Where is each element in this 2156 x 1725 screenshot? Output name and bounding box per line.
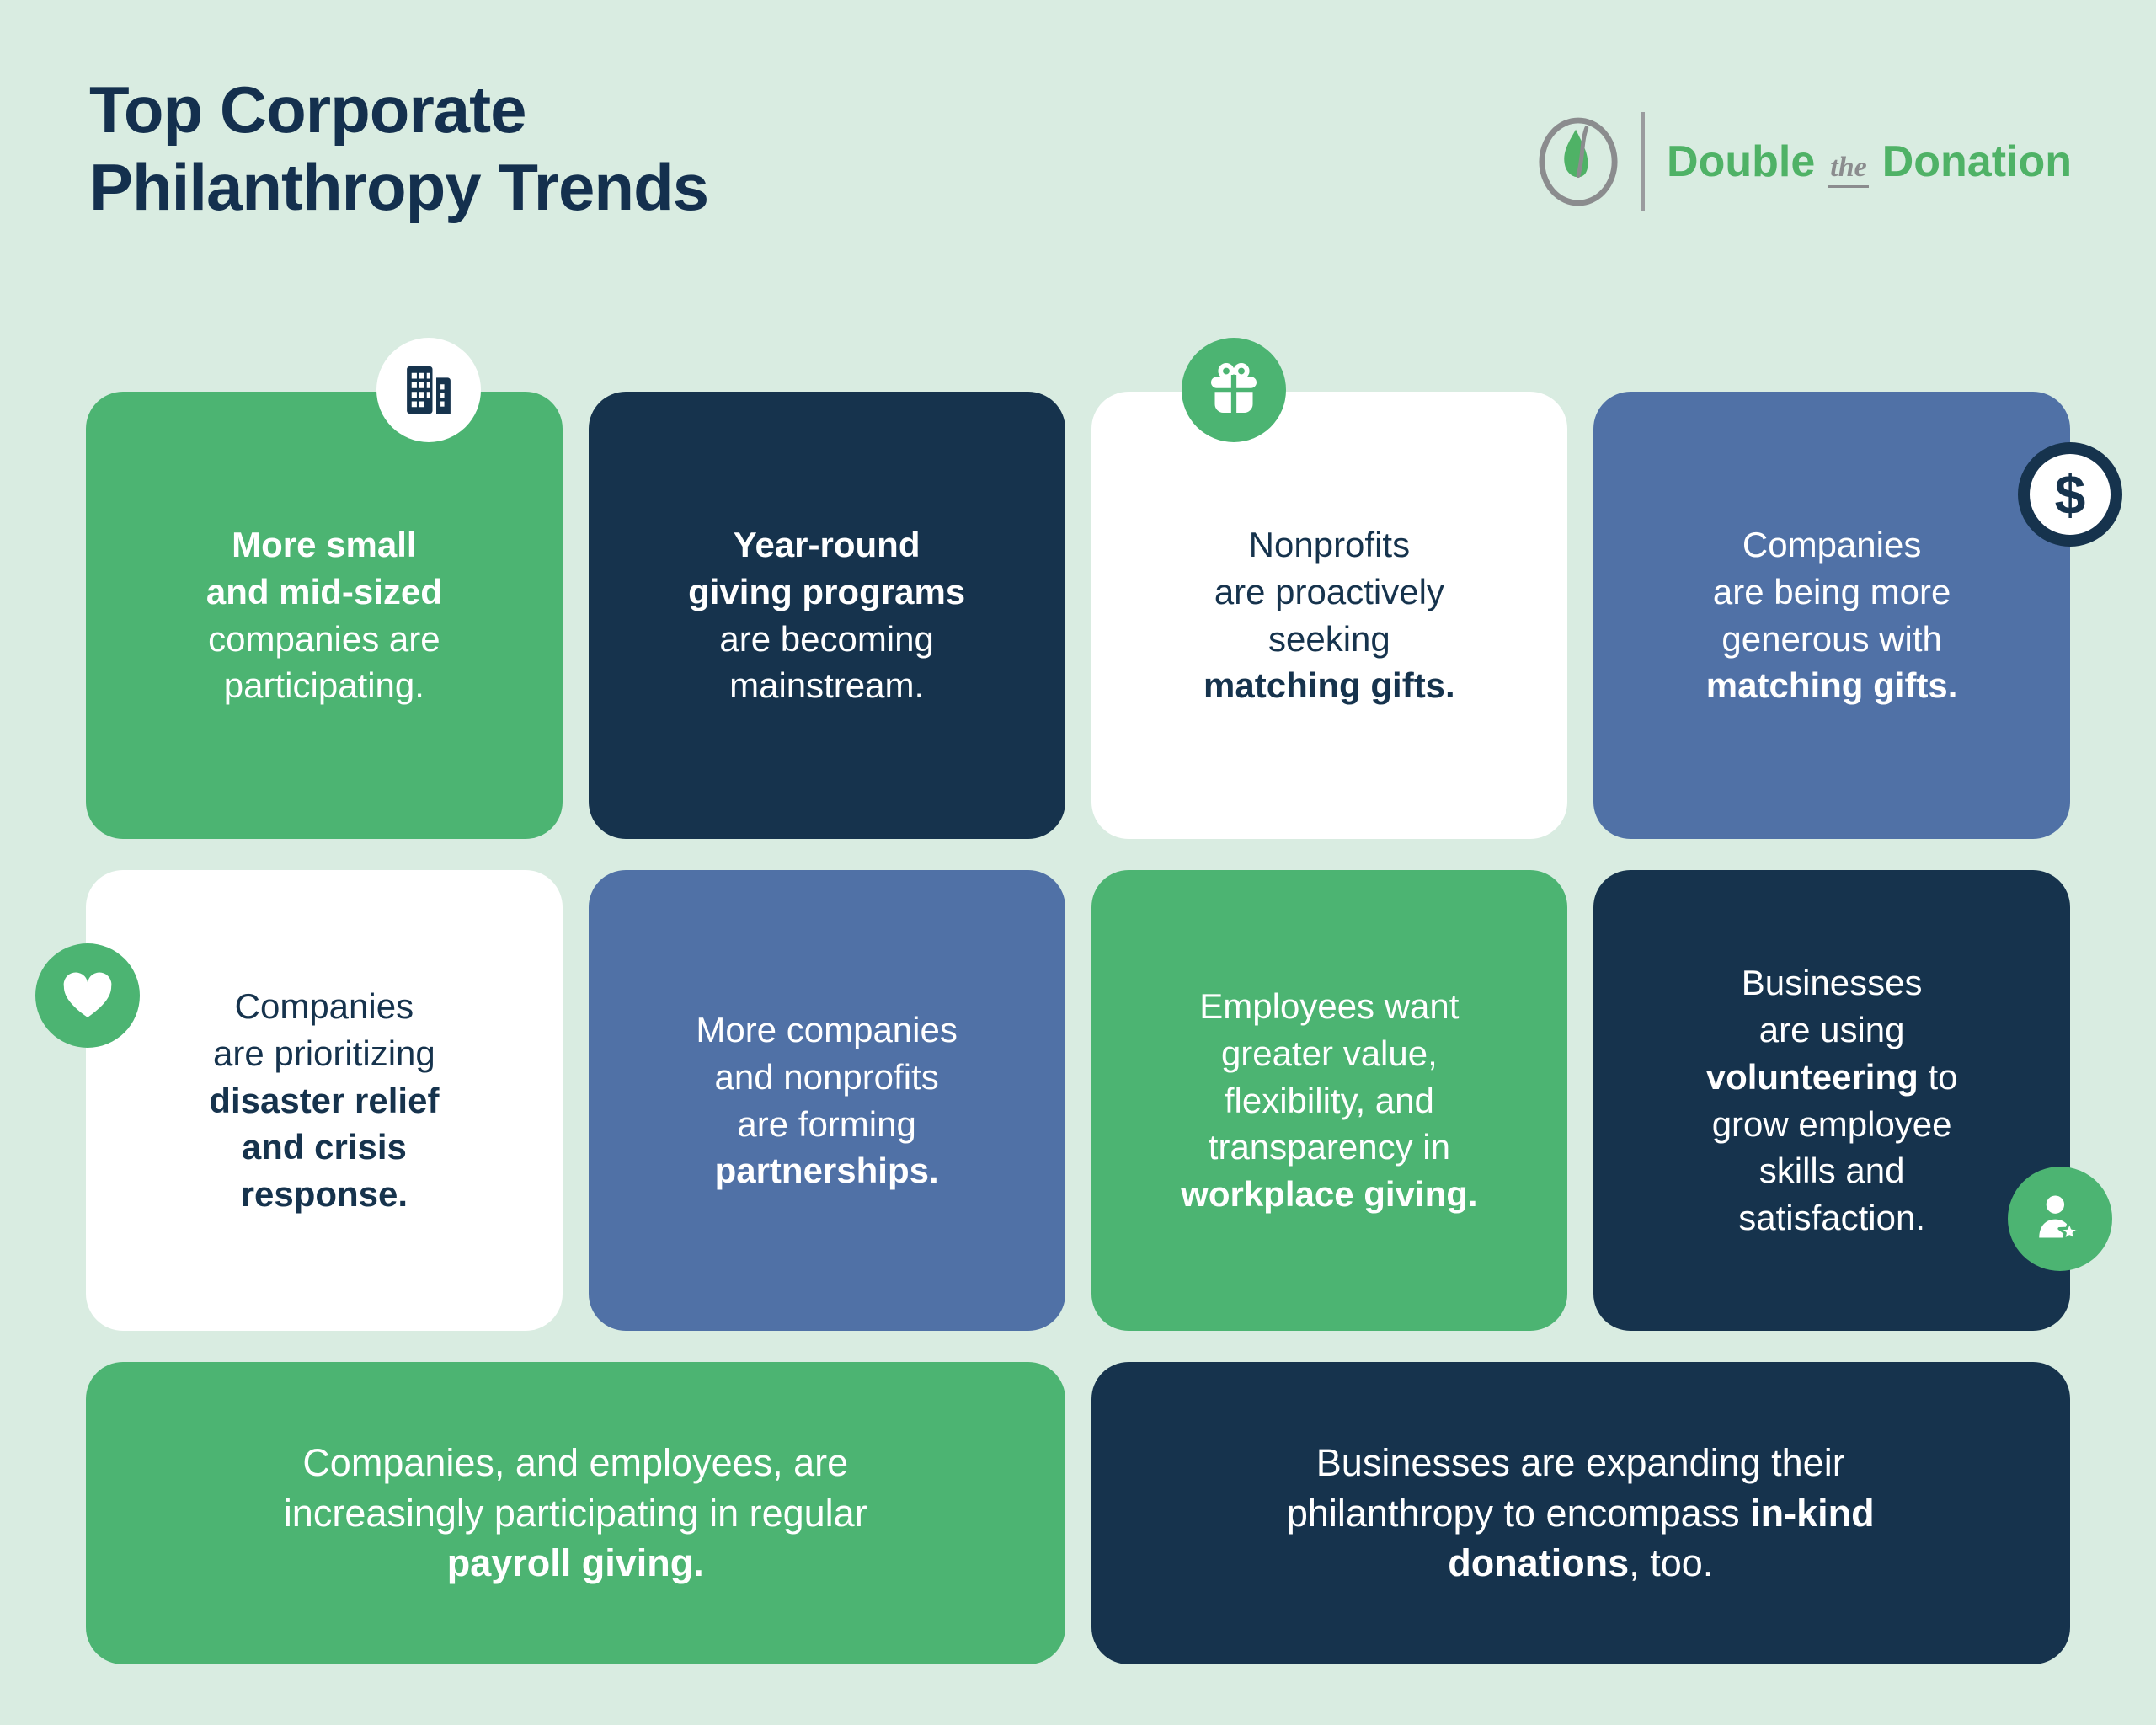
trend-card-volunteering: Businesses are using volunteering to gro… xyxy=(1593,870,2112,1331)
brand-logo: Double the Donation xyxy=(1537,108,2072,216)
heart-icon xyxy=(35,943,140,1048)
trend-card-companies-generous-matching: $ Companies are being more generous with … xyxy=(1593,392,2122,839)
trend-card-year-round-programs: Year-round giving programs are becoming … xyxy=(588,392,1065,839)
trends-grid: More small and mid-sized companies are p… xyxy=(35,338,2122,1664)
trend-card-payroll-giving: Companies, and employees, are increasing… xyxy=(86,1362,1065,1664)
trend-card-text: Businesses are expanding their philanthr… xyxy=(1286,1440,1875,1585)
logo-word-the: the xyxy=(1828,152,1869,188)
trend-card-text: Year-round giving programs are becoming … xyxy=(688,524,966,706)
trend-card-smb-participation: More small and mid-sized companies are p… xyxy=(86,338,563,839)
person-star-icon xyxy=(2008,1167,2112,1271)
dollar-icon: $ xyxy=(2018,442,2122,547)
trend-card-text: Companies, and employees, are increasing… xyxy=(283,1440,867,1585)
trend-card-text: Employees want greater value, flexibilit… xyxy=(1181,985,1478,1215)
gift-icon xyxy=(1182,338,1287,442)
logo-word-donation: Donation xyxy=(1881,136,2072,186)
trend-card-in-kind-donations: Businesses are expanding their philanthr… xyxy=(1091,1362,2070,1664)
trend-card-disaster-relief: Companies are prioritizing disaster reli… xyxy=(35,870,563,1331)
trend-card-text: More companies and nonprofits are formin… xyxy=(696,1009,958,1191)
logo-divider xyxy=(1641,112,1646,211)
brand-logo-leaf-icon xyxy=(1539,117,1618,206)
page-title: Top Corporate Philanthropy Trends xyxy=(89,72,709,225)
trend-card-nonprofits-seeking-matching: Nonprofits are proactively seeking match… xyxy=(1091,338,1568,839)
brand-logo-text: Double the Donation xyxy=(1667,136,2072,188)
trend-card-text: Businesses are using volunteering to gro… xyxy=(1705,962,1958,1238)
svg-text:$: $ xyxy=(2055,463,2086,526)
trend-card-text: Nonprofits are proactively seeking match… xyxy=(1203,524,1455,706)
trend-card-text: More small and mid-sized companies are p… xyxy=(205,524,442,706)
buildings-icon xyxy=(376,338,482,442)
logo-word-double: Double xyxy=(1667,136,1816,186)
trend-card-text: Companies are prioritizing disaster reli… xyxy=(209,985,440,1215)
trend-card-text: Companies are being more generous with m… xyxy=(1705,524,1958,706)
trend-card-workplace-giving: Employees want greater value, flexibilit… xyxy=(1091,870,1568,1331)
trend-card-partnerships: More companies and nonprofits are formin… xyxy=(588,870,1065,1331)
